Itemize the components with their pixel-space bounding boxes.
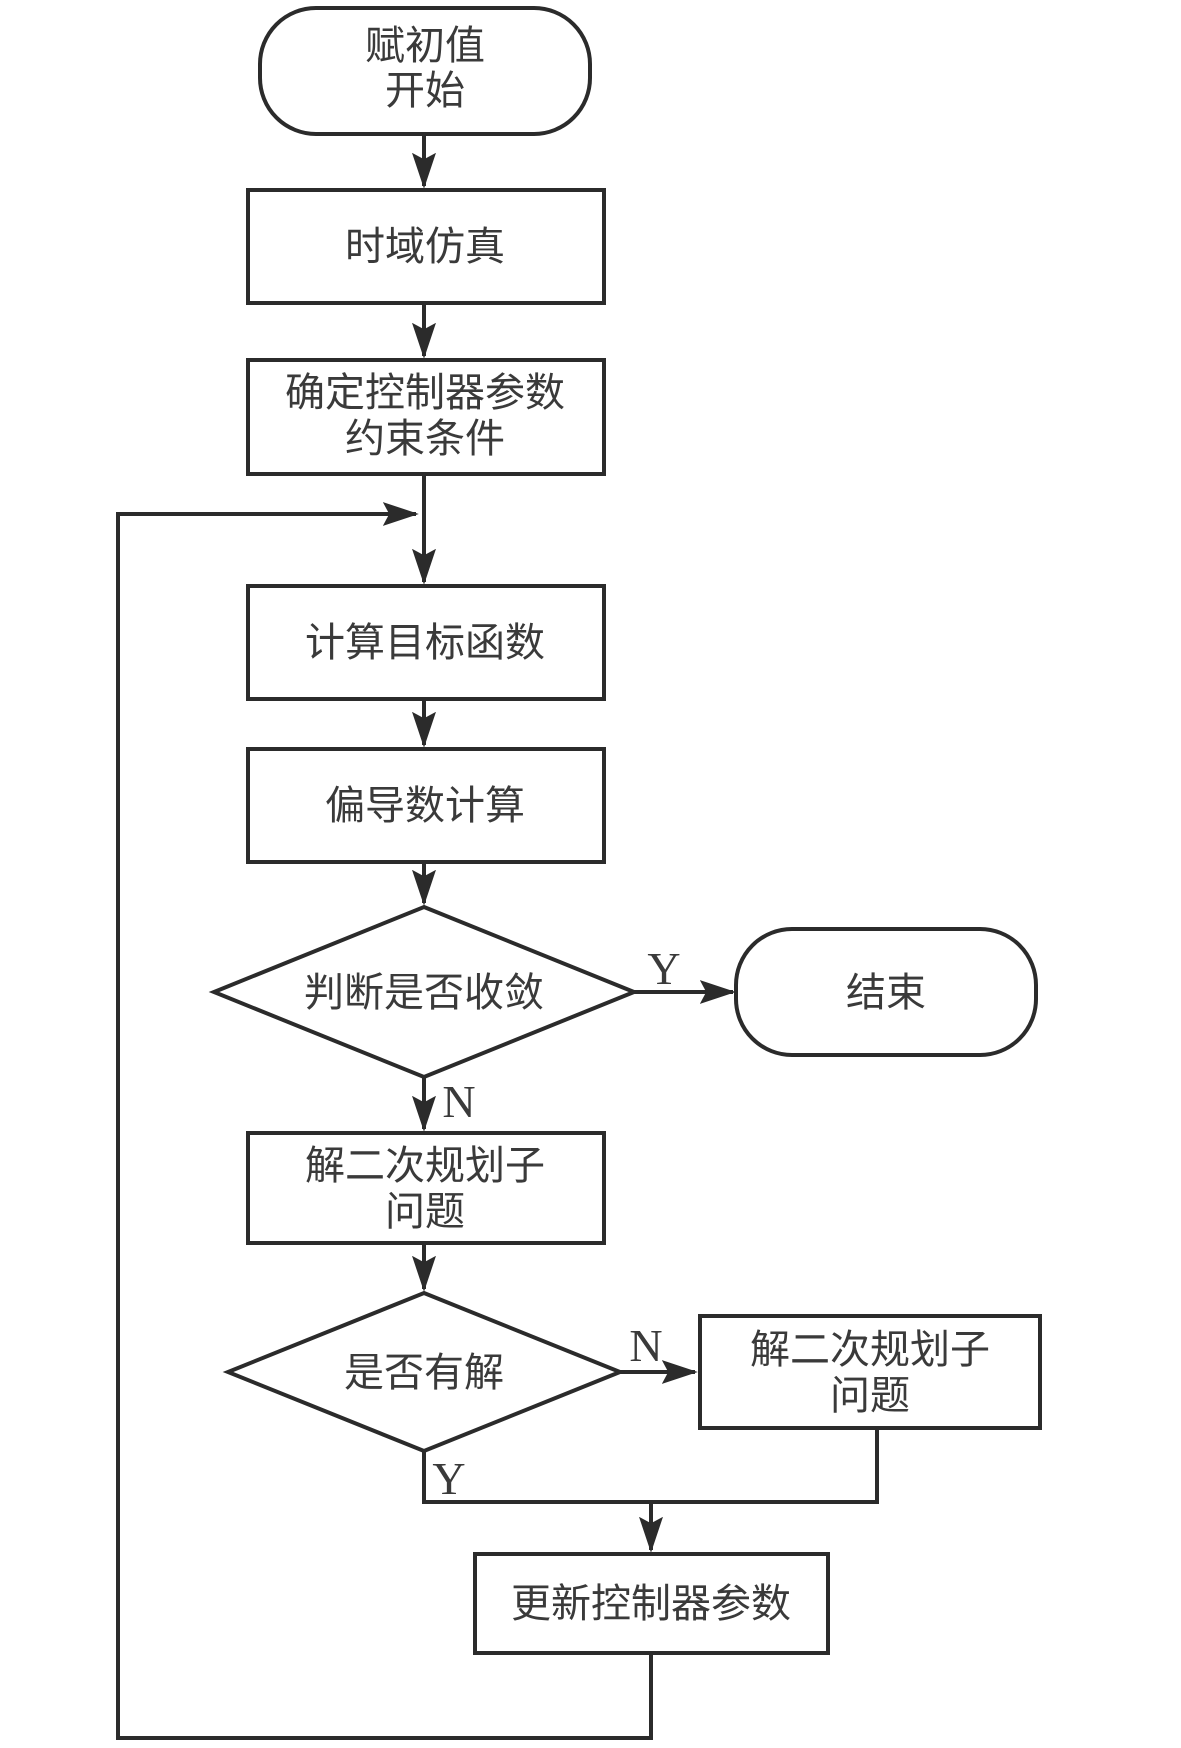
decision-has-solution-shape	[222, 1290, 626, 1454]
process-solve-qp2-label-line2: 问题	[830, 1373, 910, 1418]
process-update-params-label: 更新控制器参数	[511, 1581, 791, 1626]
process-constraints-shape	[246, 358, 606, 476]
process-solve-qp2-label-line1: 解二次规划子	[750, 1327, 990, 1372]
start-terminal-shape	[258, 6, 592, 136]
process-time-domain-sim-shape	[246, 188, 606, 305]
branch-label-converge-yes: Y	[647, 943, 680, 994]
process-partial-derivative-label: 偏导数计算	[325, 783, 525, 828]
process-objective-shape	[246, 584, 606, 701]
edge-yes-merge-line	[422, 1428, 879, 1504]
process-constraints-label-line2: 约束条件	[345, 416, 505, 461]
start-terminal-label-line1: 赋初值	[365, 23, 485, 68]
branch-label-solution-no: N	[629, 1320, 662, 1371]
decision-converge-label: 判断是否收敛	[304, 970, 544, 1015]
branch-label-solution-yes: Y	[432, 1453, 465, 1504]
process-solve-qp-label-line2: 问题	[385, 1189, 465, 1234]
process-update-params-shape	[473, 1552, 830, 1655]
decision-has-solution-label: 是否有解	[344, 1350, 504, 1395]
branch-label-converge-no: N	[442, 1076, 475, 1127]
edge-feedback-loop	[116, 502, 653, 1740]
process-objective-label: 计算目标函数	[305, 620, 545, 665]
process-solve-qp-shape	[246, 1131, 606, 1245]
process-time-domain-sim-label: 时域仿真	[345, 224, 505, 269]
process-partial-derivative-shape	[246, 747, 606, 864]
decision-converge-shape	[208, 904, 640, 1080]
end-terminal-label: 结束	[846, 970, 926, 1015]
process-solve-qp2-shape	[698, 1314, 1042, 1430]
process-solve-qp-label-line1: 解二次规划子	[305, 1143, 545, 1188]
process-constraints-label-line1: 确定控制器参数	[285, 370, 565, 415]
start-terminal-label-line2: 开始	[385, 68, 465, 113]
end-terminal-shape	[734, 927, 1038, 1057]
